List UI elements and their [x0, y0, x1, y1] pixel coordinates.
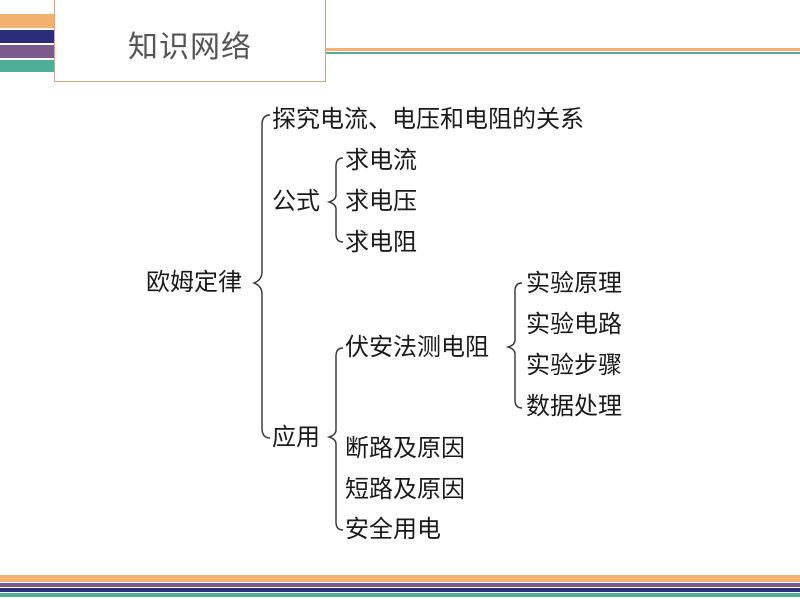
bottom-stripe-purple	[0, 583, 800, 587]
voltammetry-item: 实验电路	[526, 310, 622, 338]
title-box: 知识网络	[54, 0, 326, 82]
root-node: 欧姆定律	[146, 268, 242, 296]
page-title: 知识网络	[128, 30, 252, 65]
root-bracket	[252, 114, 271, 439]
application-item: 断路及原因	[345, 434, 465, 462]
application-bracket	[326, 347, 344, 531]
application-item: 安全用电	[345, 515, 441, 543]
voltammetry-node: 伏安法测电阻	[345, 333, 489, 361]
stripe-orange	[0, 14, 54, 28]
application-node: 应用	[272, 423, 320, 451]
stripe-purple	[0, 45, 54, 58]
top-line-teal	[326, 52, 800, 54]
bottom-stripe-navy	[0, 588, 800, 592]
bottom-stripe-orange	[0, 575, 800, 582]
bottom-stripe-teal	[0, 593, 800, 597]
voltammetry-bracket	[505, 282, 523, 409]
formula-item: 求电压	[345, 187, 417, 215]
voltammetry-item: 实验原理	[526, 269, 622, 297]
voltammetry-item: 数据处理	[526, 392, 622, 420]
stripe-navy	[0, 30, 54, 43]
formula-item: 求电流	[345, 146, 417, 174]
relation-node: 探究电流、电压和电阻的关系	[272, 105, 584, 133]
top-line-orange	[326, 48, 800, 51]
formula-bracket	[326, 157, 344, 243]
stripe-teal	[0, 60, 54, 72]
formula-node: 公式	[272, 187, 320, 215]
application-item: 短路及原因	[345, 475, 465, 503]
voltammetry-item: 实验步骤	[526, 351, 622, 379]
formula-item: 求电阻	[345, 228, 417, 256]
